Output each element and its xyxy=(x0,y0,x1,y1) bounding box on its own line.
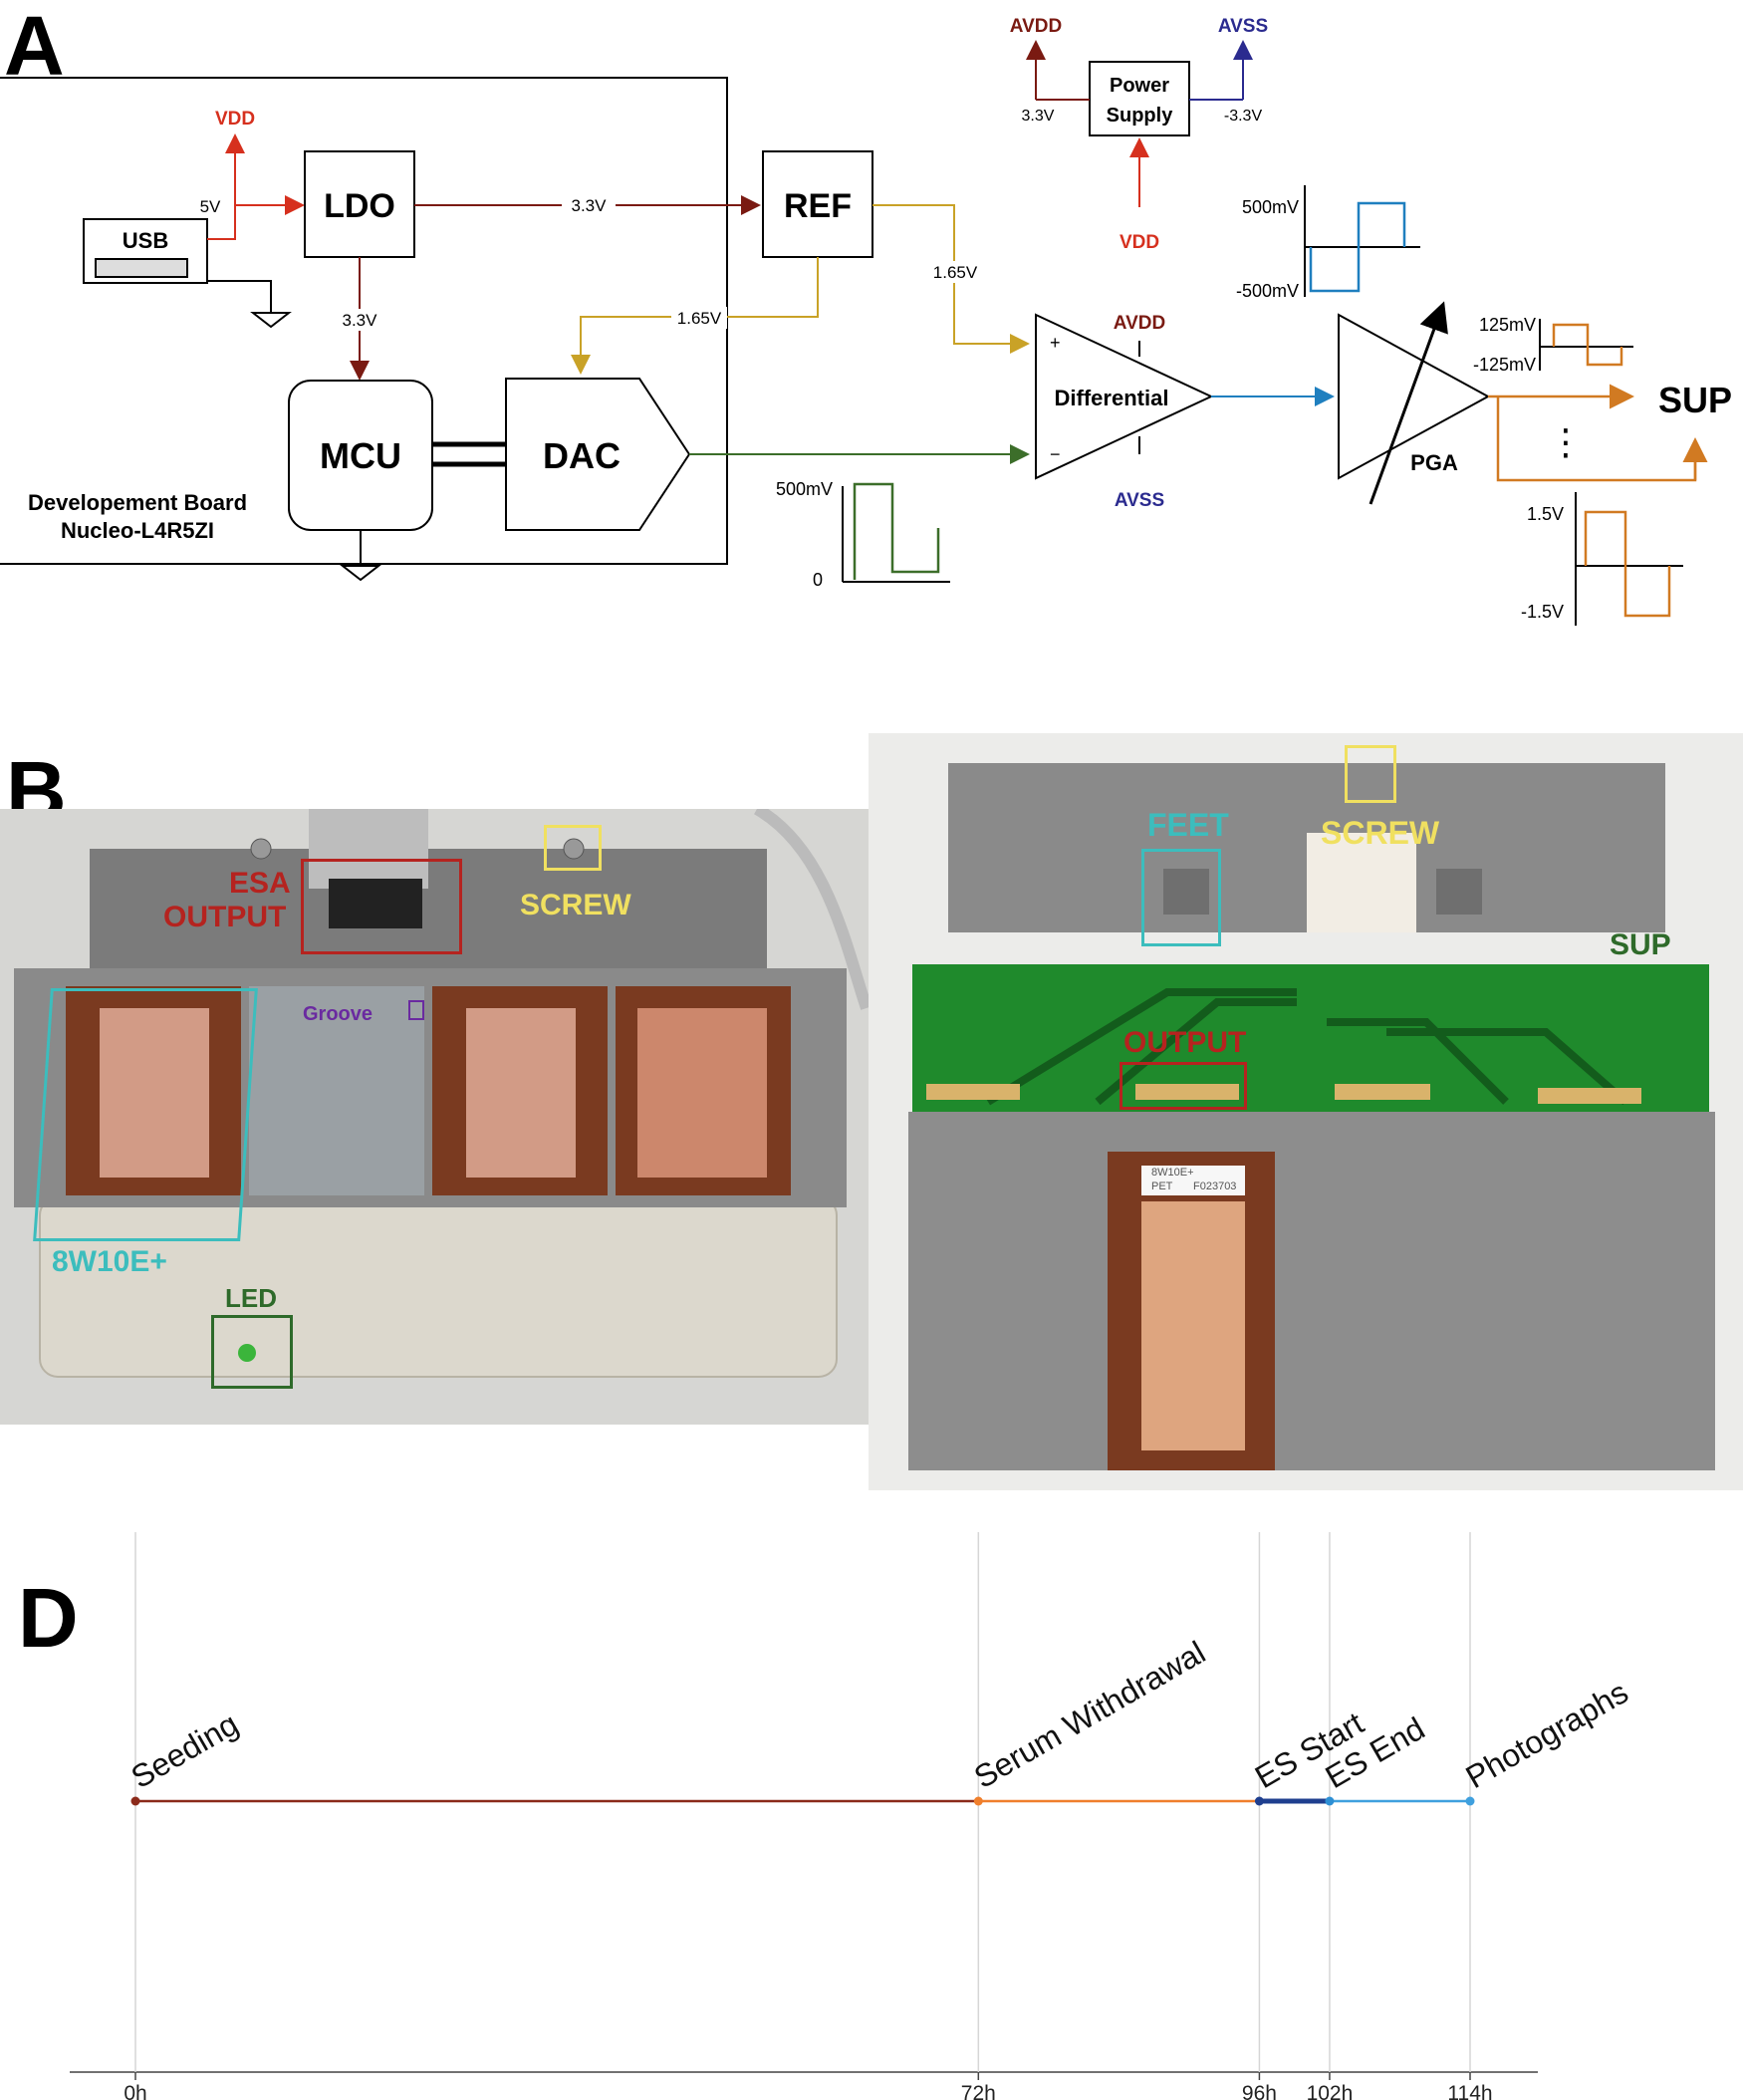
usb-port-icon xyxy=(95,258,188,278)
diff-500mv-label: 500mV xyxy=(1242,197,1299,217)
ps-3v3-label: 3.3V xyxy=(1022,108,1055,125)
feet-label: FEET xyxy=(1147,807,1229,843)
screw-box xyxy=(544,825,602,871)
dots-label: ⋮ xyxy=(1548,421,1584,462)
screw-label-b: SCREW xyxy=(520,889,631,921)
board-label-line2: Nucleo-L4R5ZI xyxy=(61,518,214,543)
power-supply-block xyxy=(1089,61,1190,136)
output-label: OUTPUT xyxy=(1123,1026,1247,1059)
plate-label-c-line2: PET xyxy=(1151,1181,1173,1192)
screw-label-c: SCREW xyxy=(1321,815,1440,851)
ref-label: REF xyxy=(784,187,852,225)
v165-right-label: 1.65V xyxy=(933,263,978,282)
photo-device-top: ESA OUTPUT SCREW Groove 8W10E+ LED xyxy=(0,809,871,1425)
dac-500mv-label: 500mV xyxy=(776,479,833,499)
event-marker xyxy=(130,1796,140,1806)
sup-label: SUP xyxy=(1658,380,1732,420)
esa-label-line2: OUTPUT xyxy=(163,901,287,933)
ldo-label: LDO xyxy=(324,187,395,225)
panel-letter-d: D xyxy=(18,1571,79,1665)
pga-m125mv-label: -125mV xyxy=(1473,355,1536,375)
plate-label-c-line1: 8W10E+ xyxy=(1151,1167,1194,1179)
v165-left-label: 1.65V xyxy=(677,309,722,328)
event-marker xyxy=(973,1796,983,1806)
pga-label: PGA xyxy=(1410,450,1458,475)
photo-device-support: FEET SCREW SUP OUTPUT 8W10E+ PET F023703 xyxy=(869,733,1743,1490)
x-tick-label: 114h xyxy=(1447,2082,1492,2100)
diff-minus: − xyxy=(1050,444,1061,464)
event-label: Seeding xyxy=(125,1706,245,1795)
output-box xyxy=(1120,1062,1247,1110)
mcu-ground-icon xyxy=(340,565,381,582)
avss-diff-label: AVSS xyxy=(1115,490,1164,511)
diff-waveform xyxy=(1304,185,1420,297)
usb-ground-icon xyxy=(250,312,292,329)
out-m1v5-label: -1.5V xyxy=(1521,602,1564,622)
diff-plus: + xyxy=(1050,333,1061,353)
sup-label-c: SUP xyxy=(1610,928,1671,961)
dac-0-label: 0 xyxy=(813,570,823,590)
dac-waveform xyxy=(842,482,950,583)
esa-label-line1: ESA xyxy=(229,867,291,900)
x-tick-label: 72h xyxy=(961,2082,996,2100)
avdd-diff-label: AVDD xyxy=(1114,313,1165,334)
plate-label-b: 8W10E+ xyxy=(52,1245,167,1278)
led-box xyxy=(211,1315,293,1389)
avss-top-label: AVSS xyxy=(1218,16,1268,37)
out-1v5-label: 1.5V xyxy=(1527,504,1564,524)
x-tick-label: 96h xyxy=(1242,2082,1277,2100)
vdd-top-label: VDD xyxy=(215,109,255,130)
differential-amp xyxy=(1035,313,1214,480)
event-marker xyxy=(1465,1796,1475,1806)
event-label: Serum Withdrawal xyxy=(968,1634,1211,1795)
panel-letter-a: A xyxy=(4,0,65,93)
block-diagram: USB VDD 5V LDO 3.3V 3.3V REF 1.65V 1.65V… xyxy=(0,16,1732,626)
esa-output-box xyxy=(301,859,462,954)
groove-label: Groove xyxy=(303,1003,374,1025)
pga-125mv-label: 125mV xyxy=(1479,315,1536,335)
x-tick-label: 0h xyxy=(124,2082,146,2100)
board-label-line1: Developement Board xyxy=(28,490,247,515)
event-marker xyxy=(1254,1796,1264,1806)
x-tick-label: 102h xyxy=(1307,2082,1354,2100)
usb-label: USB xyxy=(123,228,168,253)
screw-box-c xyxy=(1345,745,1396,803)
output-waveform xyxy=(1575,492,1683,626)
pga-small-waveform xyxy=(1539,319,1633,371)
ps-m3v3-label: -3.3V xyxy=(1224,108,1263,125)
avdd-top-label: AVDD xyxy=(1010,16,1062,37)
power-supply-label-line1: Power xyxy=(1110,75,1169,97)
dac-block xyxy=(505,378,691,531)
v33-ldo-ref-label: 3.3V xyxy=(572,196,608,215)
feet-box xyxy=(1141,849,1221,946)
v33-ldo-mcu-label: 3.3V xyxy=(343,311,378,330)
v5-label: 5V xyxy=(200,197,221,216)
power-supply-label-line2: Supply xyxy=(1107,105,1174,127)
differential-label: Differential xyxy=(1055,386,1169,410)
event-label: Photographs xyxy=(1460,1674,1634,1795)
led-label: LED xyxy=(225,1283,277,1313)
mcu-label: MCU xyxy=(320,435,401,476)
diff-m500mv-label: -500mV xyxy=(1236,281,1299,301)
dac-label: DAC xyxy=(543,435,621,476)
vdd-ps-label: VDD xyxy=(1120,232,1159,253)
pga-amp xyxy=(1338,313,1491,480)
groove-box xyxy=(408,1000,424,1020)
plate-code-c: F023703 xyxy=(1193,1181,1237,1192)
event-marker xyxy=(1325,1796,1335,1806)
plate-box xyxy=(33,988,258,1241)
